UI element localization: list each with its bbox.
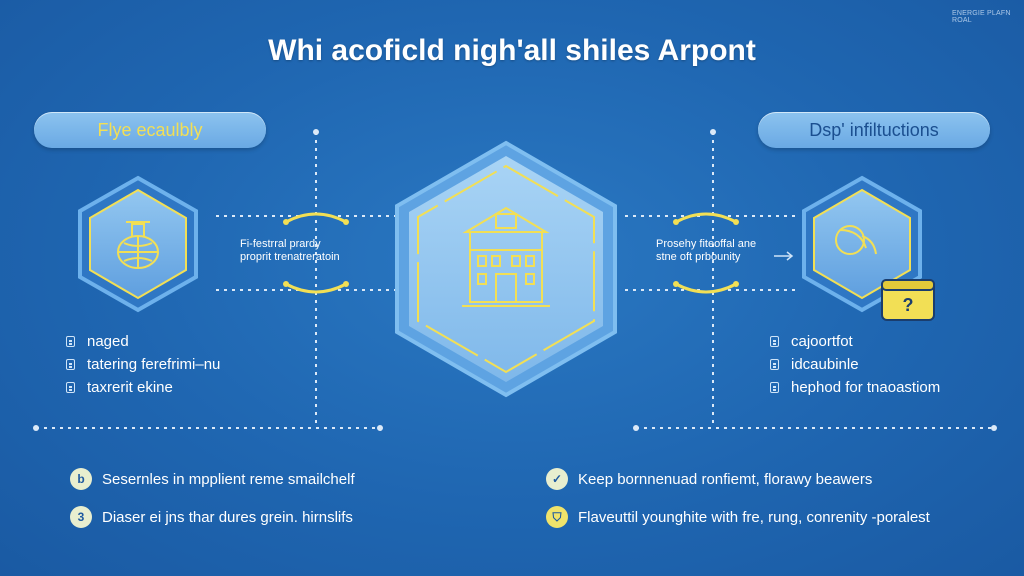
building-icon <box>462 206 550 307</box>
bottom-text: Keep bornnenuad ronfiemt, florawy beawer… <box>578 470 873 488</box>
list-item: naged <box>66 330 220 353</box>
left-header-pill: Flye ecaulbly <box>34 112 266 148</box>
question-mark: ? <box>902 295 914 315</box>
left-list: naged tatering ferefrimi–nu taxrerit eki… <box>66 330 220 399</box>
bottom-left-item-1: b Sesernles in mpplient reme smailchelf <box>70 468 355 490</box>
document-icon <box>66 336 75 347</box>
right-hexagon <box>802 175 935 321</box>
right-list: cajoortfot idcaubinle hephod for tnaoast… <box>770 330 940 399</box>
bottom-left-item-2: 3 Diaser ei jns thar dures grein. hirnsl… <box>70 506 353 528</box>
flow-arcs <box>284 212 738 294</box>
right-header-pill: Dsp' infiltuctions <box>758 112 990 148</box>
bottom-right-item-1: ✓ Keep bornnenuad ronfiemt, florawy beaw… <box>546 468 872 490</box>
bottom-text: Diaser ei jns thar dures grein. hirnslif… <box>102 508 353 526</box>
list-item: tatering ferefrimi–nu <box>66 353 220 376</box>
watermark: ENERGIE PLAFN ROAL <box>952 10 1011 24</box>
page-title: Whi acoficld nigh'all shiles Arpont <box>268 34 756 67</box>
bottom-text: Sesernles in mpplient reme smailchelf <box>102 470 355 488</box>
list-item-text: cajoortfot <box>791 333 853 350</box>
bottom-right-item-2: ⛉ Flaveuttil younghite with fre, rung, c… <box>546 506 930 528</box>
document-icon <box>66 382 75 393</box>
document-icon <box>66 359 75 370</box>
question-box-icon <box>881 279 935 321</box>
list-item: cajoortfot <box>770 330 940 353</box>
check-icon: ✓ <box>546 468 568 490</box>
bottom-text: Flaveuttil younghite with fre, rung, con… <box>578 508 930 526</box>
shield-icon: ⛉ <box>546 506 568 528</box>
list-item: hephod for tnaoastiom <box>770 376 940 399</box>
list-item-text: idcaubinle <box>791 356 859 373</box>
list-item-text: hephod for tnaoastiom <box>791 379 941 396</box>
left-caption-line1: Fi-festrral prardy <box>240 238 321 250</box>
center-hexagon <box>395 140 617 398</box>
document-icon <box>770 382 779 393</box>
document-icon <box>770 359 779 370</box>
dotted-connectors <box>36 132 994 429</box>
left-caption-line2: proprit trenatreratoin <box>240 251 340 263</box>
list-item: taxrerit ekine <box>66 376 220 399</box>
right-caption-line2: stne oft prbounity <box>656 251 741 263</box>
left-hexagon <box>78 175 198 313</box>
right-caption: Prosehy fiteoffal ane stne oft prbounity <box>656 238 756 264</box>
leaf-icon <box>835 225 877 255</box>
list-item-text: naged <box>87 333 129 350</box>
list-item-text: taxrerit ekine <box>87 379 173 396</box>
list-item: idcaubinle <box>770 353 940 376</box>
document-icon <box>770 336 779 347</box>
number-badge: b <box>70 468 92 490</box>
arrow-icon <box>774 251 794 261</box>
globe-bag-icon <box>117 221 159 269</box>
left-caption: Fi-festrral prardy proprit trenatreratoi… <box>240 238 340 264</box>
list-item-text: tatering ferefrimi–nu <box>87 356 221 373</box>
right-caption-line1: Prosehy fiteoffal ane <box>656 238 757 250</box>
number-badge: 3 <box>70 506 92 528</box>
